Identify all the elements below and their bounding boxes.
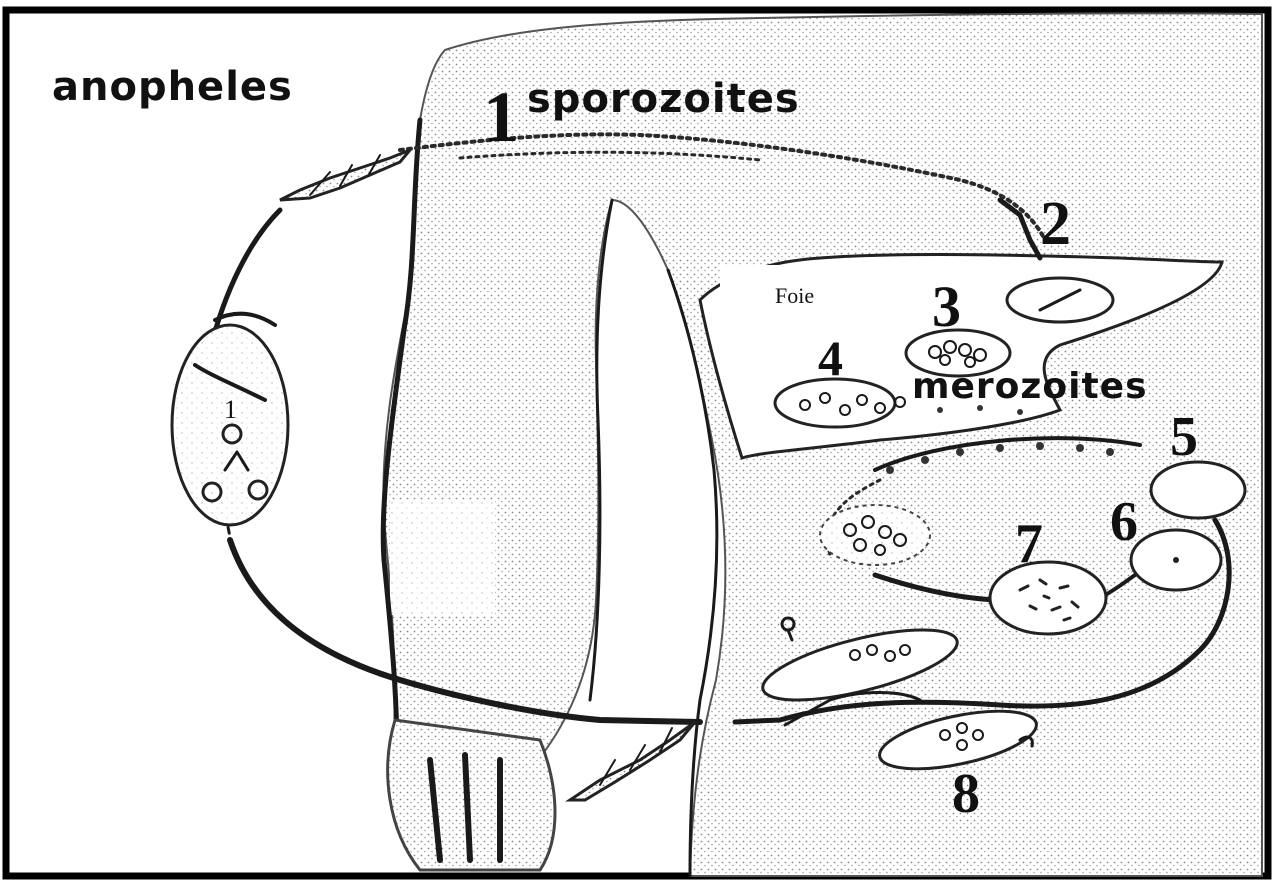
mosquito-top	[280, 150, 410, 200]
mosquito-bottom	[570, 722, 695, 800]
stage-number-4: 4	[818, 330, 843, 386]
label-anopheles: anopheles	[52, 64, 293, 110]
liver-label: Foie	[775, 283, 814, 308]
stage-number-7: 7	[1015, 513, 1043, 575]
stage-number-8: 8	[952, 763, 980, 825]
stage-number-3: 3	[932, 274, 961, 339]
label-merozoites: merozoites	[912, 366, 1148, 407]
label-sporozoites: sporozoites	[527, 76, 800, 122]
stage-number-1-mosquito: 1	[224, 395, 237, 424]
stage-number-6: 6	[1110, 491, 1138, 553]
stage-number-2: 2	[1040, 190, 1071, 258]
stage-number-5: 5	[1170, 406, 1198, 468]
stage-number-1: 1	[483, 77, 519, 157]
red-blood-cell	[1151, 462, 1245, 518]
